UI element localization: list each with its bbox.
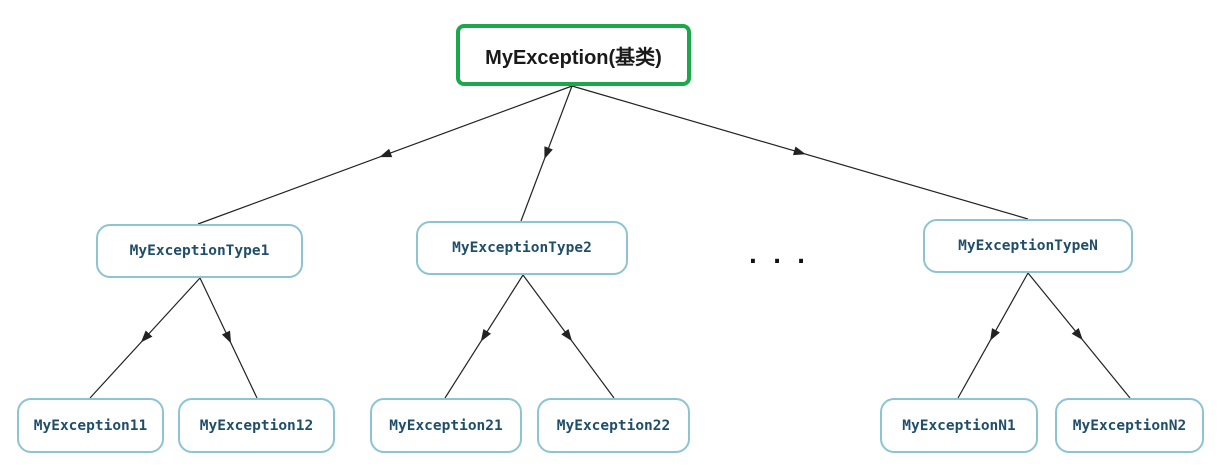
root-node-label: MyException(基类) (485, 46, 662, 69)
node-myexceptionn2[interactable]: MyExceptionN2 (1055, 398, 1204, 453)
node-label: MyExceptionType2 (452, 240, 592, 256)
node-myexception21[interactable]: MyException21 (370, 398, 522, 453)
arrowhead-root-to-type1 (379, 148, 393, 158)
node-label: MyException11 (33, 417, 148, 434)
arrowhead-type2-to-22 (561, 329, 573, 342)
arrowhead-type2-to-21 (480, 329, 491, 342)
node-myexception11[interactable]: MyException11 (17, 398, 164, 453)
node-label: MyExceptionN2 (1072, 417, 1187, 434)
arrowhead-typen-to-n1 (990, 328, 1000, 341)
arrowhead-type1-to-12 (221, 330, 232, 344)
node-label: MyExceptionTypeN (958, 238, 1098, 254)
node-myexceptiontype1[interactable]: MyExceptionType1 (96, 224, 303, 278)
arrowhead-type1-to-11 (140, 330, 153, 343)
node-myexception22[interactable]: MyException22 (537, 398, 690, 453)
arrowhead-typen-to-n2 (1071, 328, 1083, 341)
node-myexception12[interactable]: MyException12 (178, 398, 335, 453)
node-label: MyException22 (556, 417, 671, 434)
node-myexceptionn1[interactable]: MyExceptionN1 (880, 398, 1038, 453)
node-myexceptiontypen[interactable]: MyExceptionTypeN (923, 219, 1133, 273)
node-label: MyExceptionN1 (902, 417, 1016, 434)
node-myexceptiontype2[interactable]: MyExceptionType2 (416, 221, 628, 275)
root-node-myexception-base[interactable]: MyException(基类) (456, 24, 691, 86)
arrowhead-root-to-type2 (544, 146, 553, 160)
node-label: MyException21 (389, 417, 503, 434)
arrowhead-root-to-typen (793, 146, 806, 156)
node-label: MyExceptionType1 (129, 243, 270, 259)
ellipsis-more-types: . . . (748, 244, 810, 269)
node-label: MyException12 (199, 417, 314, 434)
